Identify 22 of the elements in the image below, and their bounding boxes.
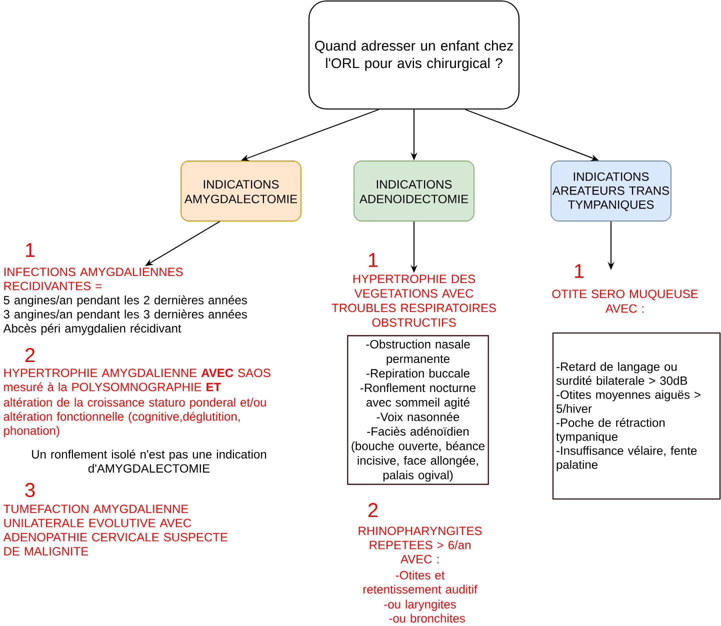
indication-text: INFECTIONS AMYGDALIENNES RECIDIVANTES = 5 angines/an pendant les 2 dernières années 3 angines/an pendant les 3 dernières années Abcès péri amygdalien récidivant [3, 268, 247, 335]
indication-text: RHINOPHARYNGITES REPETEES > 6/an AVEC : [358, 526, 482, 564]
symptom-box: -Obstruction nasale permanente -Repiration buccale -Ronflement nocturne avec sommeil agité -Voix nasonnée -Faciès adénoïdien (bouche ouverte, béance incisive, face allongée, palais ogival) [347, 335, 489, 485]
question-box: Quand adresser un enfant chez l'ORL pour avis chirurgical ? [308, 0, 520, 110]
criteria-text: -ou bronchites [389, 614, 465, 623]
criteria-text: -ou laryngites [384, 600, 456, 611]
item-number: 1 [368, 253, 378, 267]
indication-text: HYPERTROPHIE DES VEGETATIONS AVEC TROUBLES RESPIRATOIRES OBSTRUCTIFS [332, 274, 496, 327]
indication-text: OTITE SERO MUQUEUSE AVEC : [552, 290, 698, 313]
item-number: 1 [26, 243, 35, 257]
symptom-box: -Retard de langage ou surdité bilaterale > 30dB -Otites moyennes aiguës > 5/hiver -Poche de rétraction tympanique -Insuffisance vélaire, fente palatine [552, 332, 721, 500]
category-box: INDICATIONS ADENOIDECTOMIE [354, 160, 474, 222]
indication-text: altération de la croissance staturo ponderal et/ou altération fonctionnelle (cognitive,déglutition, phonation) [4, 398, 266, 438]
note-text: Un ronflement isolé n'est pas une indication d'AMYGDALECTOMIE [32, 450, 266, 473]
item-number: 3 [25, 482, 35, 498]
item-number: 2 [368, 503, 378, 517]
item-number: 1 [574, 264, 584, 278]
indication-text: TUMEFACTION AMYGDALIENNE UNILATERALE EVOLUTIVE AVEC ADENOPATHIE CERVICALE SUSPECTE DE MALIGNITE [3, 504, 228, 556]
category-box: INDICATIONS AREATEURS TRANS TYMPANIQUES [550, 160, 672, 222]
item-number: 2 [25, 348, 35, 362]
criteria-text: -Otites et retentissement auditif [363, 570, 478, 594]
category-box: INDICATIONS AMYGDALECTOMIE [180, 160, 302, 222]
